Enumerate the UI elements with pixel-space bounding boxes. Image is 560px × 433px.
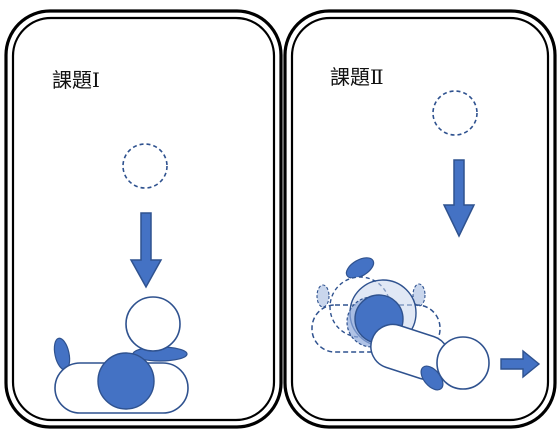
moving-figure-2 <box>311 257 490 391</box>
panel-2-title: 課題Ⅱ <box>330 65 384 89</box>
down-arrow-icon <box>442 159 476 238</box>
panel-1-title: 課題Ⅰ <box>52 68 100 92</box>
figure-2-ghost-fin-left <box>316 284 330 308</box>
panel-2-frame <box>283 9 557 429</box>
figure-2-head-right <box>436 336 490 390</box>
figure-2-top-fin <box>345 257 375 279</box>
ball-start-position-2 <box>432 90 478 136</box>
lying-figure-1 <box>53 296 189 414</box>
figure-2-ghost-fin-right <box>412 283 426 307</box>
ball-start-position-1 <box>122 143 168 189</box>
figure-1-head <box>125 296 181 352</box>
ball-icon <box>97 352 155 410</box>
right-arrow-icon <box>500 349 541 379</box>
panel-1-frame <box>4 9 283 429</box>
down-arrow-icon <box>129 212 163 289</box>
